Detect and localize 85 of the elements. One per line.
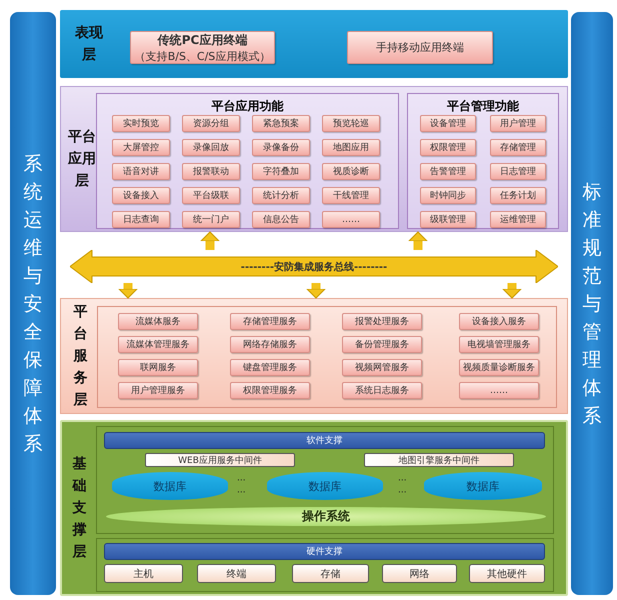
function-box: 字符叠加 [252,163,310,180]
function-box: 任务计划 [490,187,546,204]
arrow [502,283,522,298]
ellipsis-text: ··· [398,488,407,498]
middleware-box: WEB应用服务中间件 [145,453,295,467]
function-box: 资源分组 [182,115,240,132]
function-box: 运维管理 [490,211,546,228]
function-box: 电视墙管理服务 [459,336,539,353]
function-box: 地图应用 [322,139,380,156]
box-text: 传统PC应用终端 [158,32,248,48]
function-box: 设备接入服务 [459,313,539,330]
function-box: 视质诊断 [322,163,380,180]
support-bar: 软件支撑 [104,432,545,449]
function-box: 报警处理服务 [342,313,422,330]
function-box: 备份管理服务 [342,336,422,353]
middleware-box: 地图引擎服务中间件 [364,453,514,467]
ellipsis-text: ··· [237,488,246,498]
function-box: 报警联动 [182,163,240,180]
ellipsis-text: ··· [398,476,407,486]
side-panel: 标准规范与管理体系 [571,12,613,595]
box-text: （支持B/S、C/S应用模式） [134,48,270,64]
ellipsis-text: ··· [237,476,246,486]
function-box: 统一门户 [182,211,240,228]
function-box: 权限管理 [420,139,476,156]
function-box: 设备接入 [112,187,170,204]
function-box: 大屏管控 [112,139,170,156]
layer-title: 平台应用层 [67,128,97,191]
function-box: 系统日志服务 [342,382,422,399]
function-box: 流媒体管理服务 [118,336,198,353]
function-box: 键盘管理服务 [230,359,310,376]
bus-label: --------安防集成服务总线-------- [240,260,388,274]
hardware-box: 网络 [382,564,457,583]
function-box: …… [459,382,539,399]
function-box: 权限管理服务 [230,382,310,399]
function-box: 预览轮巡 [322,115,380,132]
function-box: 视频网管服务 [342,359,422,376]
function-box: 录像回放 [182,139,240,156]
function-box: 级联管理 [420,211,476,228]
arrow [118,283,138,298]
support-bar: 硬件支撑 [104,543,545,560]
function-box: 信息公告 [252,211,310,228]
layer-panel [60,10,568,78]
layer-panel [60,86,568,232]
function-box: 网络存储服务 [230,336,310,353]
hardware-box: 存储 [292,564,369,583]
function-box: 用户管理服务 [118,382,198,399]
function-box: 联网服务 [118,359,198,376]
layer-panel [60,298,568,414]
function-box: 干线管理 [322,187,380,204]
function-box: 日志查询 [112,211,170,228]
hardware-box: 其他硬件 [469,564,545,583]
function-box: 告警管理 [420,163,476,180]
function-box: 存储管理服务 [230,313,310,330]
terminal-box [130,31,275,64]
side-panel: 系统运维与安全保障体系 [10,12,56,595]
function-box: 时钟同步 [420,187,476,204]
layer-title: 表现层 [74,24,104,65]
layer-panel [60,420,568,596]
terminal-box: 手持移动应用终端 [347,31,493,64]
function-box: 视频质量诊断服务 [459,359,539,376]
function-box: …… [322,211,380,228]
service-bus-band [70,250,558,283]
group-panel [407,93,559,229]
function-box: 流媒体服务 [118,313,198,330]
arrow [408,232,428,250]
function-box: 紧急预案 [252,115,310,132]
panel-title: 平台管理功能 [447,98,519,115]
panel-title: 平台应用功能 [212,98,284,115]
layer-title: 基础支撑层 [72,455,87,562]
hardware-box: 终端 [197,564,276,583]
function-box: 实时预览 [112,115,170,132]
function-box: 设备管理 [420,115,476,132]
function-box: 统计分析 [252,187,310,204]
hardware-box: 主机 [104,564,183,583]
function-box: 录像备份 [252,139,310,156]
function-box: 平台级联 [182,187,240,204]
os-ellipse: 操作系统 [106,507,546,526]
arrow [306,283,326,298]
function-box: 存储管理 [490,139,546,156]
group-panel [96,93,399,229]
arrow [200,232,220,250]
layer-title: 平台服务层 [73,303,88,410]
function-box: 语音对讲 [112,163,170,180]
function-box: 用户管理 [490,115,546,132]
function-box: 日志管理 [490,163,546,180]
